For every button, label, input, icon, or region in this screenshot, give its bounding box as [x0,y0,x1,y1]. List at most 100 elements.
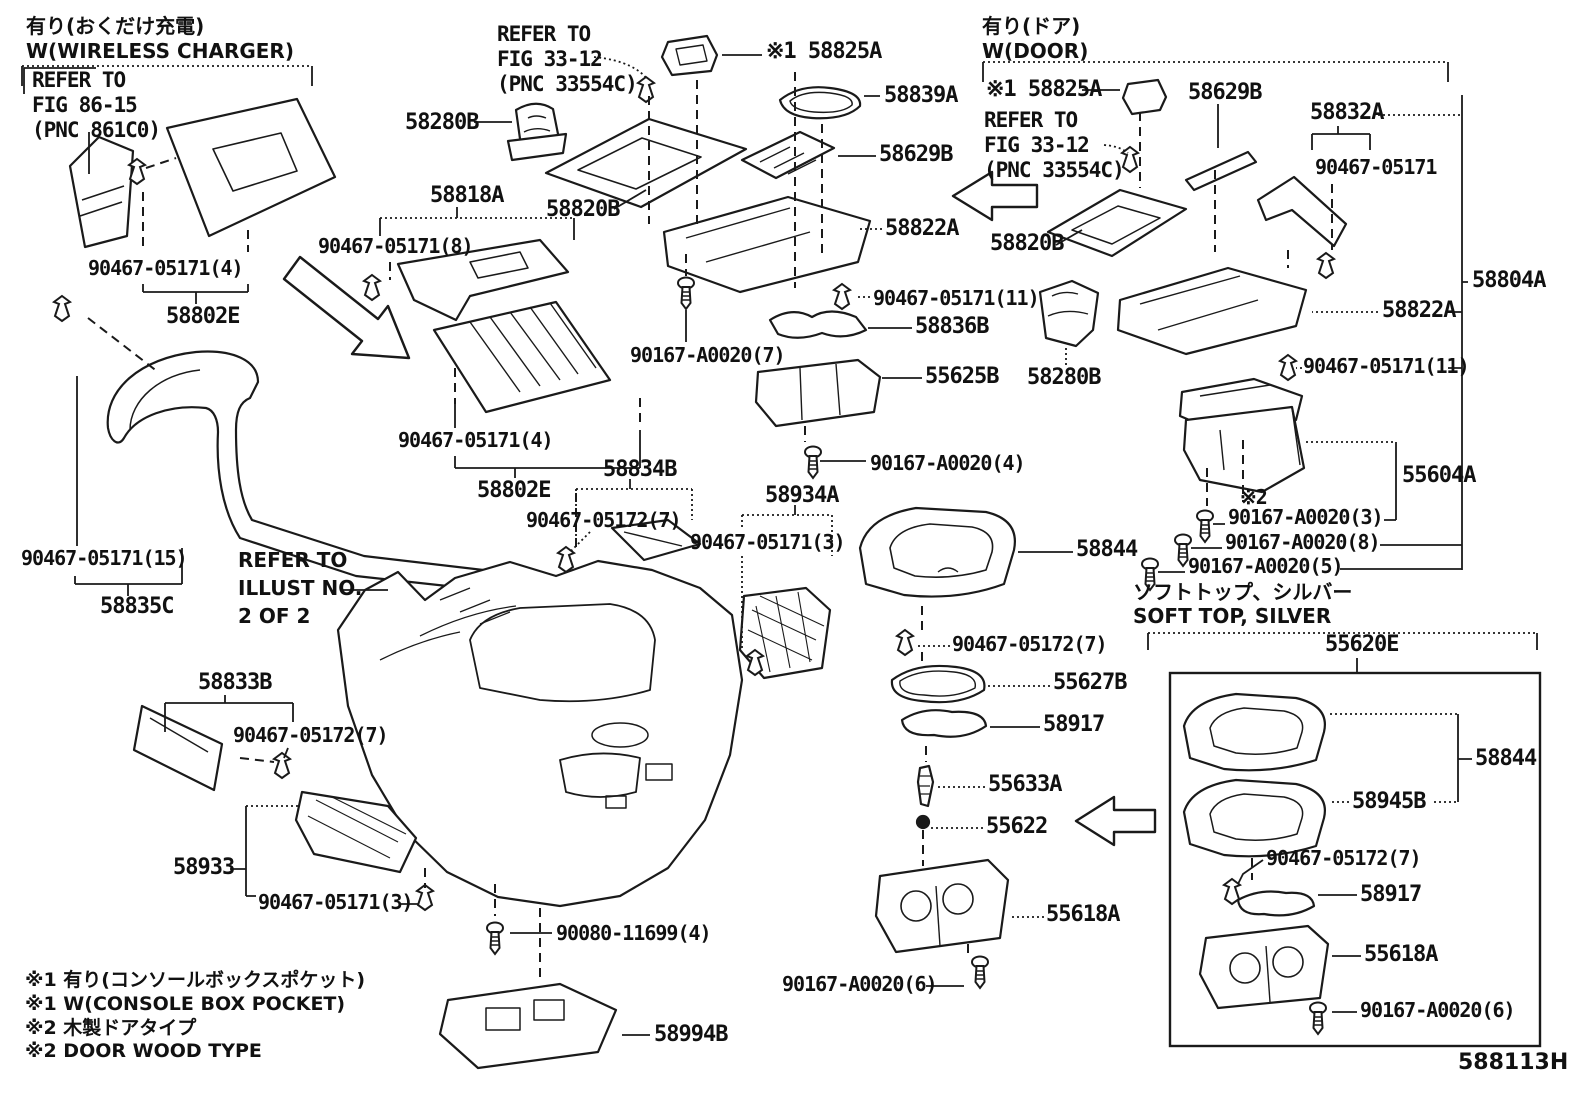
clip-icon [53,295,71,322]
part-sketches [68,34,1348,1070]
label-58833B: 58833B [198,670,272,695]
screw-icon [971,955,989,989]
clip-icon [416,884,434,911]
label-90467-05171-3-center: 90467-05171(3) [690,530,846,554]
label-90467-05171-15: 90467-05171(15) [21,546,188,570]
clip-icon [273,752,291,779]
arrow-left-icon [1074,795,1157,847]
label-58280B-right: 58280B [1027,365,1101,390]
part-sketch-58945b [1182,778,1326,858]
ref-illust-line2: ILLUST NO. [238,576,363,600]
part-sketch-58839a [778,86,862,120]
ref-fig86-line3: (PNC 861C0) [32,118,161,142]
part-sketch-58820b-right [1046,188,1188,258]
label-90167-A0020-4: 90167-A0020(4) [870,451,1026,475]
label-90167-A0020-6-center: 90167-A0020(6) [782,972,938,996]
part-sketch-58917-center [900,709,988,738]
label-55627B: 55627B [1053,670,1127,695]
part-sketch-console-body [336,559,744,908]
part-sketch-58835c [106,350,690,614]
label-90467-05172-7-box: 90467-05172(7) [1266,846,1422,870]
part-sketch-58825a-center [660,34,719,77]
part-sketch-58629b-center [740,130,836,180]
label-58629B-right: 58629B [1188,80,1262,105]
label-58839A: 58839A [884,83,958,108]
part-sketch-58280b-right [1038,279,1100,348]
part-sketch-58822a-right [1116,266,1308,356]
label-55604A: 55604A [1402,463,1476,488]
part-sketch-58844-box [1182,692,1326,772]
part-sketch-55625b [754,358,882,428]
part-sketch-55618a-box [1198,924,1330,1010]
note-softtop-en: SOFT TOP, SILVER [1133,604,1332,628]
label-58280B-left: 58280B [405,110,479,135]
leader-lines [21,54,1542,1048]
label-58844-center: 58844 [1076,537,1138,562]
label-58818A: 58818A [430,183,504,208]
label-90167-A0020-7: 90167-A0020(7) [630,343,786,367]
label-58917-center: 58917 [1043,712,1105,737]
label-90467-05171-11-right: 90467-05171(11) [1303,354,1470,378]
ref-illust-line3: 2 OF 2 [238,604,311,628]
ref-fig33-center-2: FIG 33-12 [497,47,603,71]
label-58945B: 58945B [1352,789,1426,814]
label-58835C: 58835C [100,594,174,619]
label-90467-05171-4-center: 90467-05171(4) [398,428,554,452]
label-58844-box: 58844 [1475,746,1537,771]
label-58802E-left: 58802E [166,304,240,329]
label-90467-05171-11-center: 90467-05171(11) [873,286,1040,310]
dashed-assembly-lines [87,72,1333,982]
label-58917-box: 58917 [1360,882,1422,907]
note-console-pocket-en: ※1 W(CONSOLE BOX POCKET) [25,993,346,1015]
label-90467-05172-7-center-top: 90467-05172(7) [526,508,682,532]
arrow-down-right-icon [282,255,411,360]
part-sketch-58832a [1256,175,1348,248]
label-55625B: 55625B [925,364,999,389]
label-58629B-center: 58629B [879,142,953,167]
screw-icon [804,445,822,479]
part-sketch-58836b [768,310,868,339]
ref-fig86-line1: REFER TO [32,68,126,92]
direction-arrows [282,170,1157,847]
clip-icon [1279,354,1297,381]
note-softtop-jp: ソフトトップ、シルバー [1133,580,1353,604]
ref-fig33-center-1: REFER TO [497,22,591,46]
label-58822A-center: 58822A [885,216,959,241]
part-sketch-55627b [890,664,986,704]
note-door-wood-en: ※2 DOOR WOOD TYPE [25,1040,262,1062]
ref-fig33-right-2: FIG 33-12 [984,133,1090,157]
part-sketch-58825a-right [1121,78,1168,116]
label-90167-A0020-8: 90167-A0020(8) [1225,530,1381,554]
note-console-pocket-jp: ※1 有り(コンソールボックスポケット) [25,969,366,991]
part-sketch-58833b [132,704,224,792]
label-58934A: 58934A [765,483,839,508]
note-door-jp: 有り(ドア) [982,14,1081,38]
part-sketch-58844-center [858,506,1016,598]
part-sketch-58933 [294,790,418,874]
label-58822A-right: 58822A [1382,298,1456,323]
label-90467-05171-4-left: 90467-05171(4) [88,256,244,280]
ref-fig33-right-1: REFER TO [984,108,1078,132]
screw-icon [486,921,504,955]
label-55620E: 55620E [1325,632,1399,657]
label-58834B: 58834B [603,457,677,482]
label-58832A: 58832A [1310,100,1384,125]
label-90167-A0020-6-box: 90167-A0020(6) [1360,998,1516,1022]
screw-icon [677,276,695,310]
label-58825A-center: ※1 58825A [766,39,882,64]
note-door-wood-jp: ※2 木製ドアタイプ [25,1017,197,1039]
label-55618A-box: 55618A [1364,942,1438,967]
part-sketch-58629b-right [1184,150,1258,192]
part-sketch-58802e-unit [165,97,337,238]
clip-icon [896,629,914,656]
label-58836B: 58836B [915,314,989,339]
label-58820B-right: 58820B [990,231,1064,256]
clip-icon [833,283,851,310]
ref-illust-line1: REFER TO [238,548,348,572]
label-note2-mark: ※2 [1240,485,1268,509]
part-sketch-58917-box [1236,890,1316,917]
diagram-code: 588113H [1458,1050,1569,1075]
label-90167-A0020-3: 90167-A0020(3) [1228,505,1384,529]
label-55618A-center: 55618A [1046,902,1120,927]
